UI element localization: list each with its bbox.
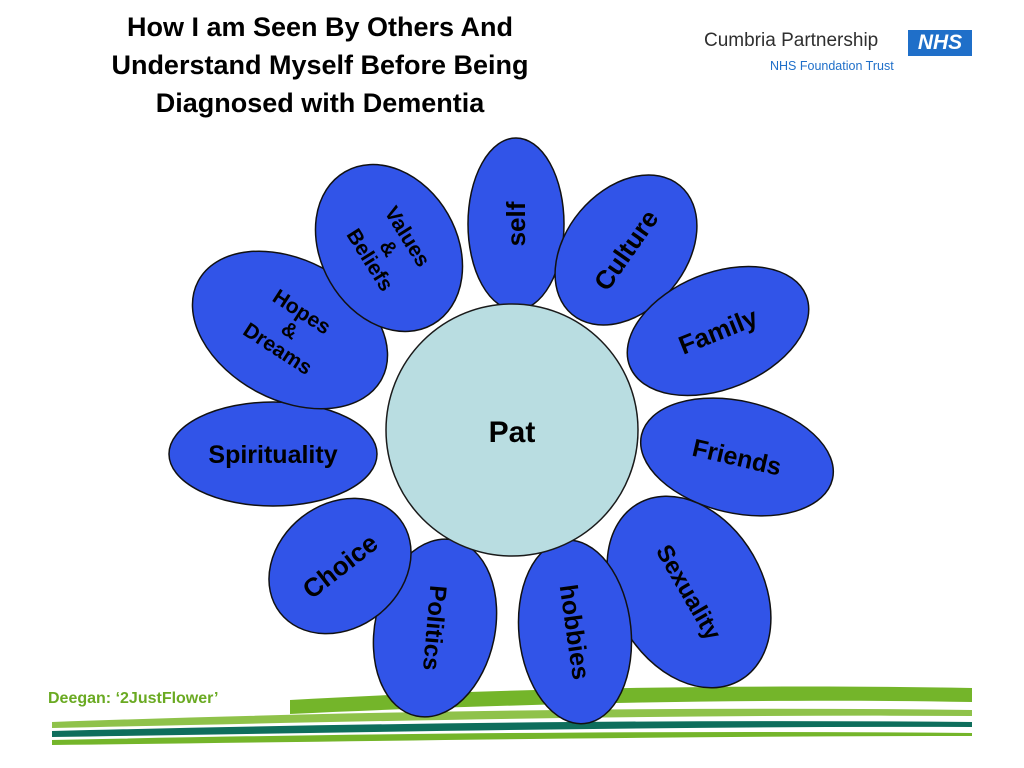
petal-shape [168,401,378,507]
logo-subtitle: NHS Foundation Trust [770,59,894,73]
petal-label-line: Spirituality [208,441,337,469]
center-group: Pat [385,303,639,557]
petal-label-line: self [501,201,531,246]
petal: Choice [268,497,412,635]
petal: Values&Beliefs [314,163,464,333]
petal-shape [314,163,464,333]
nhs-badge: NHS [908,30,972,56]
petal-label: self [501,201,531,246]
page-title: How I am Seen By Others And Understand M… [40,8,600,122]
petal-label: Spirituality [208,441,337,469]
title-line: Understand Myself Before Being [111,50,529,80]
center-label: Pat [489,416,536,449]
petal: Culture [554,174,698,326]
petal: hobbies [517,539,633,725]
petal-shape [639,397,835,517]
title-line: How I am Seen By Others And [126,12,514,42]
center-circle [385,303,639,557]
petal-shape [626,265,810,397]
petal-shape [268,497,412,635]
petal-shape [554,174,698,326]
petal: self [467,137,565,311]
logo-org-name: Cumbria Partnership [704,30,879,51]
petal: Friends [639,397,835,517]
title-line: Diagnosed with Dementia [155,88,485,118]
nhs-logo: Cumbria Partnership NHS NHS Foundation T… [700,28,980,78]
petal: Family [626,265,810,397]
petal: Spirituality [168,401,378,507]
source-citation: Deegan: ‘2JustFlower’ [48,690,219,707]
